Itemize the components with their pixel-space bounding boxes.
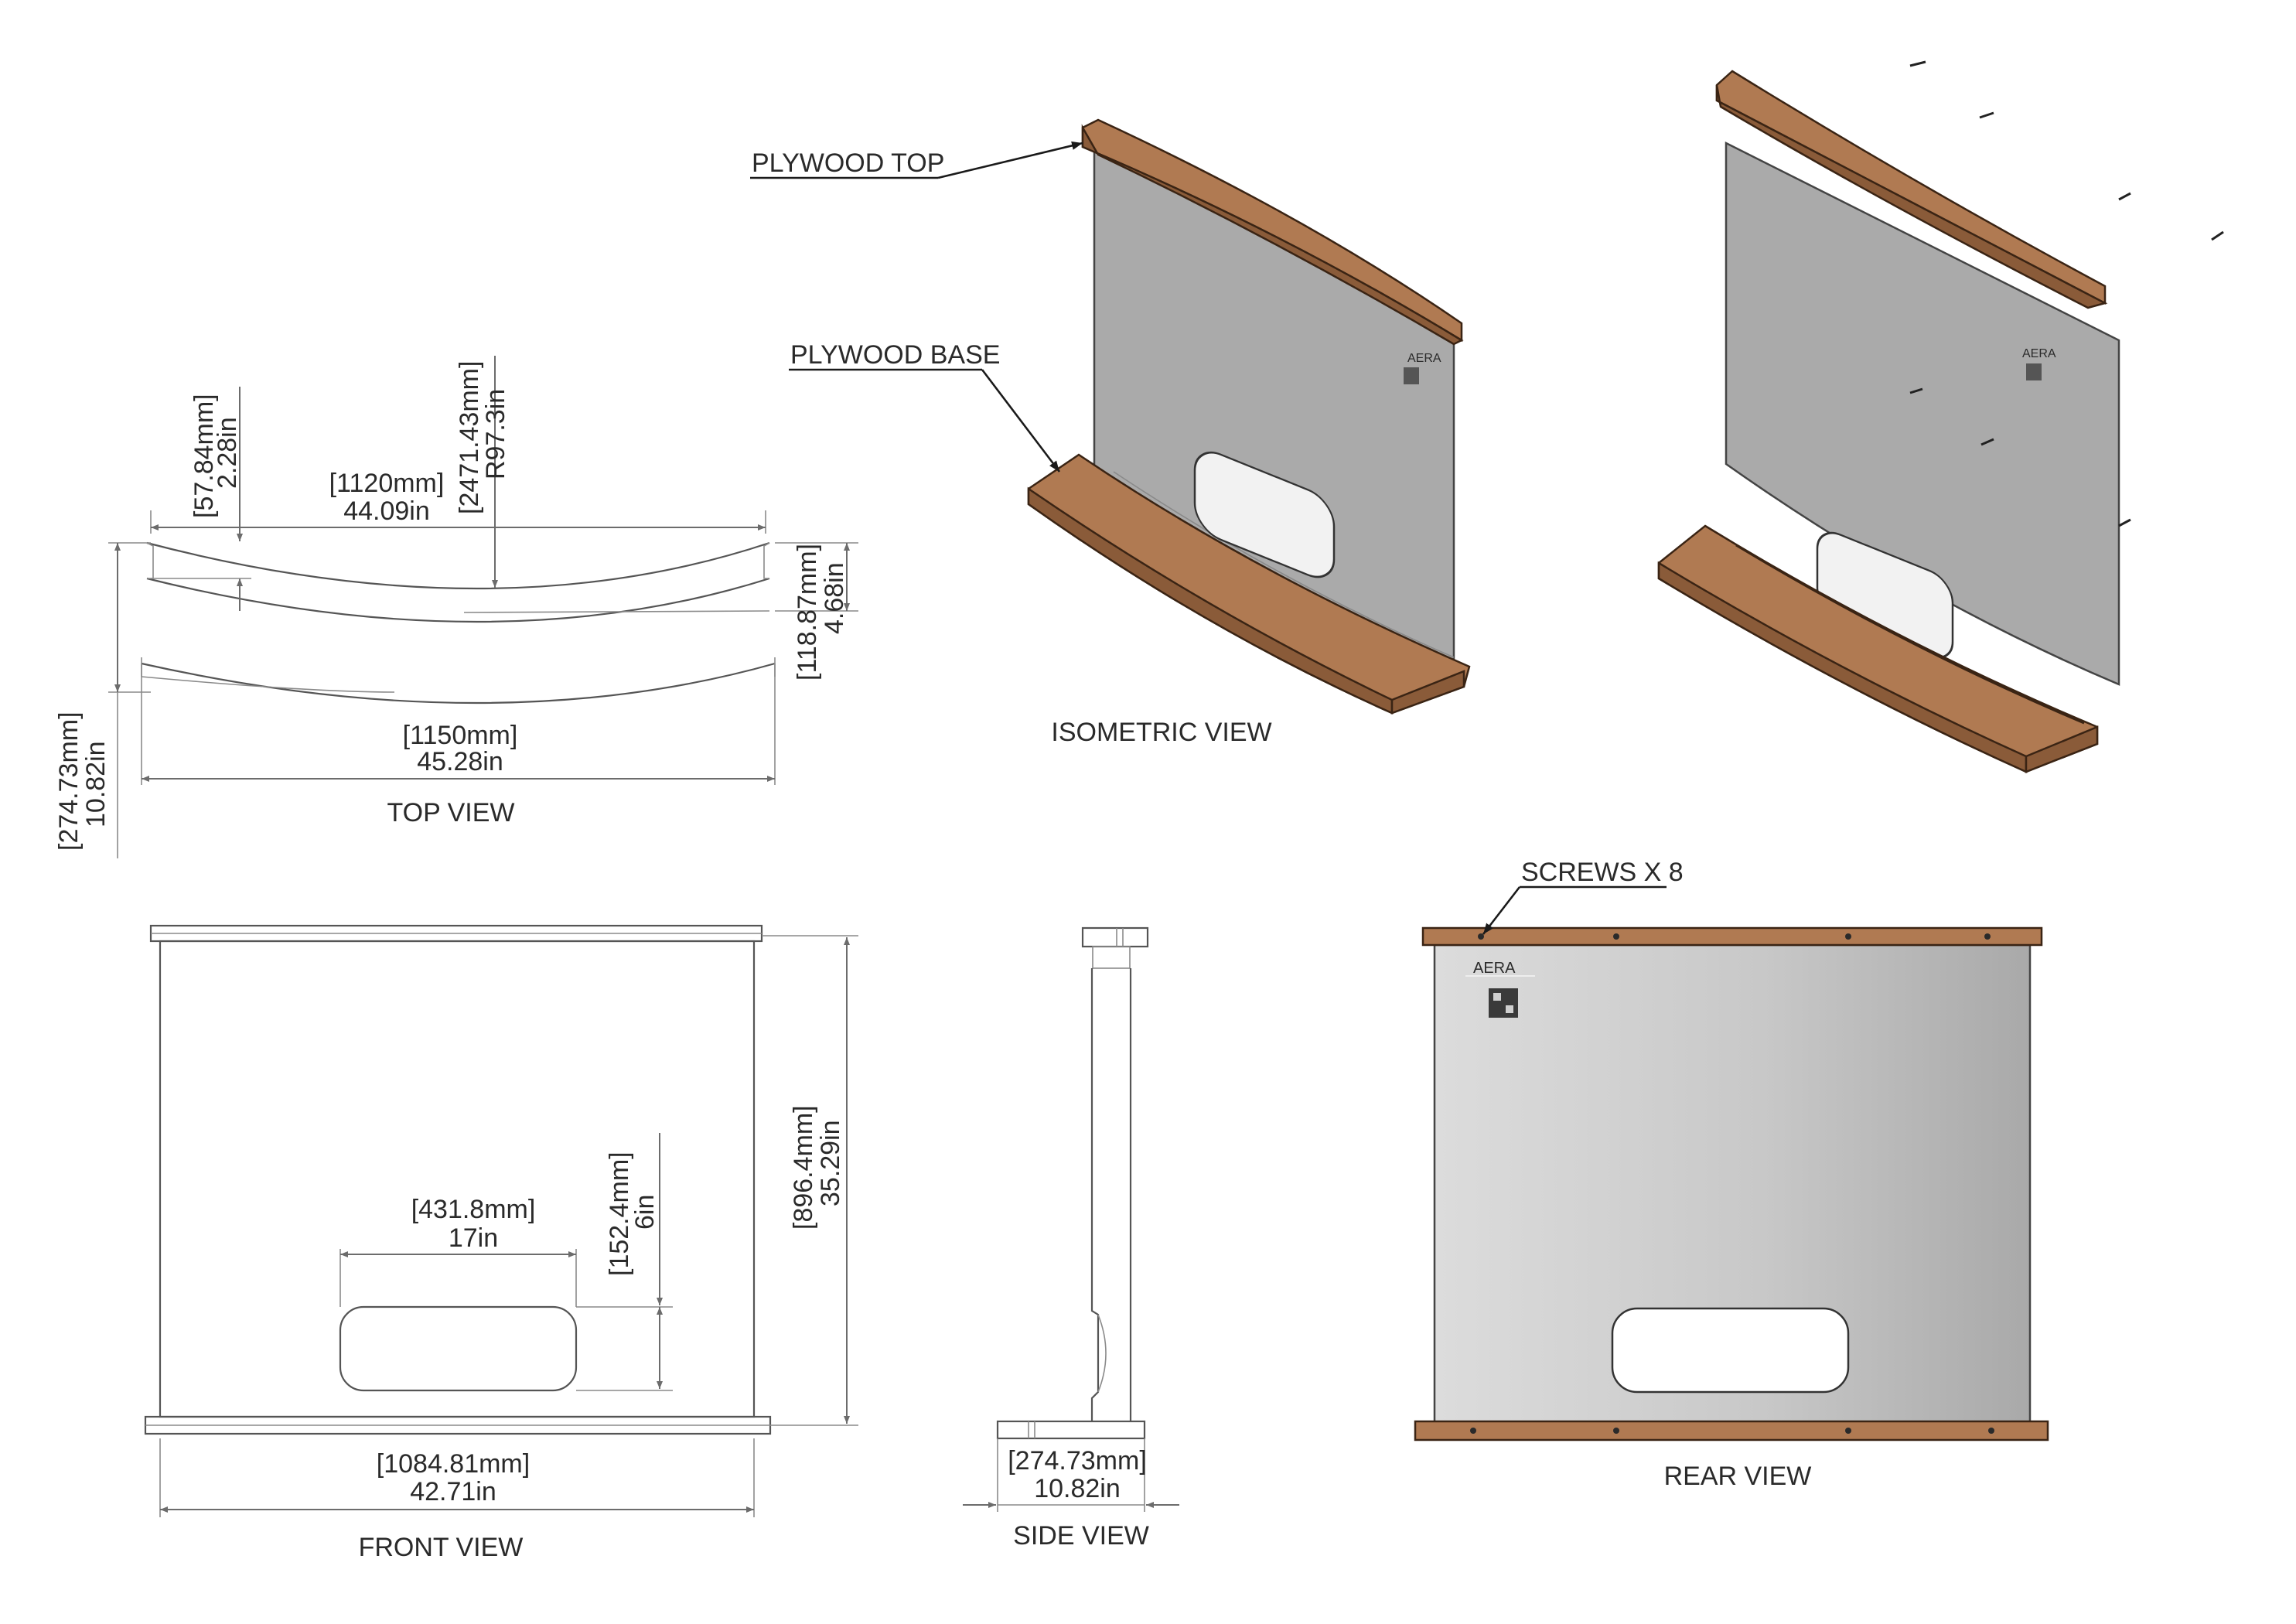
dim-431mm: [431.8mm] (411, 1195, 536, 1224)
iso-qr-icon (1404, 367, 1419, 384)
rear-view: AERA SCREWS X 8 REAR VIEW (1414, 858, 2049, 1491)
top-view-base-lower (141, 676, 395, 693)
front-panel (159, 940, 756, 1418)
rear-plywood-top (1421, 926, 2043, 947)
side-view-title: SIDE VIEW (1013, 1521, 1149, 1551)
top-view-top-bevel (146, 542, 770, 579)
rear-cutout (1611, 1307, 1850, 1394)
top-view-top-arc-inner (146, 577, 770, 623)
dim-44in: 44.09in (343, 496, 430, 526)
top-view-panel-line (463, 610, 770, 613)
iso-cutout (1193, 451, 1336, 578)
exploded-qr-icon (2026, 363, 2042, 380)
dim-1120mm: [1120mm] (329, 469, 445, 498)
rear-screw-icons (1470, 933, 1994, 1434)
side-top-rail (1081, 926, 1149, 948)
screw-icons (1909, 60, 2224, 527)
callout-screws: SCREWS X 8 (1521, 858, 1684, 887)
dim-45in: 45.28in (417, 747, 503, 776)
iso-logo-icon: AERA (1407, 352, 1441, 365)
dim-118mm: [118.87mm] (793, 544, 822, 681)
dim-274mm-side: [274.73mm] (1008, 1446, 1147, 1476)
dim-57mm: [57.84mm] (189, 394, 219, 518)
dim-10.82in-top: 10.82in (81, 741, 111, 827)
front-view-title: FRONT VIEW (359, 1533, 524, 1562)
rear-qr-icon (1489, 988, 1518, 1018)
dim-10.82in-side: 10.82in (1034, 1474, 1121, 1503)
side-view: [274.73mm] 10.82in SIDE VIEW (963, 926, 1179, 1551)
dim-R97in: R97.3in (481, 389, 510, 479)
dim-896mm: [896.4mm] (789, 1105, 818, 1230)
rear-view-title: REAR VIEW (1664, 1462, 1812, 1491)
dim-6in: 6in (630, 1195, 660, 1230)
side-panel-front (1090, 968, 1100, 1421)
svg-text:AERA: AERA (1473, 960, 1516, 977)
front-view: [896.4mm] 35.29in [431.8mm] 17in [152.4m… (144, 924, 858, 1562)
isometric-view: AERA PLYWOOD TOP PLYWOOD BASE ISOMETRIC … (750, 118, 1471, 747)
dim-4.68in: 4.68in (820, 562, 849, 634)
side-base (996, 1420, 1146, 1440)
exploded-view: AERA (1657, 60, 2224, 773)
dim-17in: 17in (449, 1223, 498, 1253)
top-view-base-arc (141, 662, 776, 705)
rear-plywood-base (1414, 1420, 2049, 1441)
top-view-top-arc (146, 541, 770, 590)
dim-35in: 35.29in (816, 1120, 845, 1206)
front-cutout (339, 1305, 578, 1392)
isometric-view-title: ISOMETRIC VIEW (1051, 718, 1271, 747)
rear-logo-icon: AERA (1465, 960, 1535, 977)
dim-152mm: [152.4mm] (605, 1151, 634, 1276)
dim-42in: 42.71in (410, 1477, 496, 1506)
top-view-title: TOP VIEW (387, 798, 514, 827)
callout-plywood-top: PLYWOOD TOP (752, 148, 944, 178)
dim-1150mm: [1150mm] (403, 721, 518, 750)
exploded-logo-icon: AERA (2022, 347, 2056, 360)
dim-2471mm: [2471.43mm] (455, 361, 484, 514)
callout-plywood-base: PLYWOOD BASE (790, 340, 1000, 370)
dim-2.28in: 2.28in (213, 417, 242, 489)
dim-274mm-top: [274.73mm] (54, 711, 84, 851)
dim-1084mm: [1084.81mm] (377, 1449, 530, 1479)
top-view: [1120mm] 44.09in [57.84mm] 2.28in [2471.… (54, 356, 858, 858)
